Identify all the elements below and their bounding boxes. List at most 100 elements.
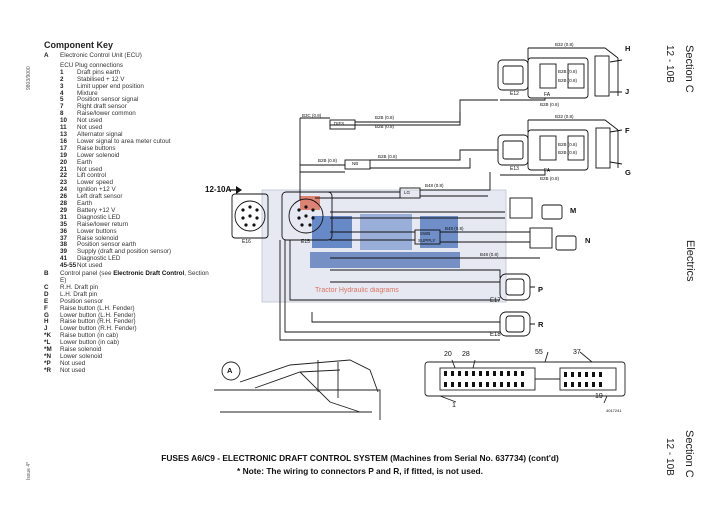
figure-caption: FUSES A6/C9 - ELECTRONIC DRAFT CONTROL S…	[130, 453, 590, 479]
wire-label: B2B (0.8)	[375, 124, 395, 129]
terminal-j: J	[625, 87, 630, 96]
terminal-p: P	[538, 285, 544, 294]
key-item-a: A Electronic Control Unit (ECU)	[44, 52, 142, 59]
wire-label: B2B (0.8)	[378, 154, 398, 159]
connector-e13: E13	[510, 166, 519, 172]
connector-e17: E17	[490, 298, 501, 304]
caption-title: FUSES A6/C9 - ELECTRONIC DRAFT CONTROL S…	[161, 453, 559, 463]
connector-e12: E12	[510, 91, 519, 97]
box-swb: SWB	[420, 231, 431, 236]
wire-label: B48 (0.8)	[425, 183, 444, 188]
terminal-n: N	[585, 236, 591, 245]
caption-note: * Note: The wiring to connectors P and R…	[237, 466, 483, 476]
pin-label-19: 19	[595, 393, 603, 400]
wire-label: B2B (0.8)	[558, 69, 578, 74]
wire-label: B2B (0.8)	[318, 158, 338, 163]
wire-label: B2B (0.8)	[540, 176, 560, 181]
terminal-r: R	[538, 320, 544, 329]
component-key: Component Key A Electronic Control Unit …	[44, 40, 214, 375]
wire-label: B3C (0.8)	[302, 113, 322, 118]
pin-label-55: 55	[535, 349, 543, 356]
watermark-text: Tractor Hydraulic diagrams	[315, 287, 399, 294]
wire-label: B2B (0.8)	[558, 78, 578, 83]
detail-label-a: A	[227, 366, 233, 375]
box-supply: SUPPLY	[418, 238, 436, 243]
pin-label-1: 1	[452, 402, 456, 409]
key-item-b: B Control panel (see Electronic Draft Co…	[44, 270, 209, 284]
box-difs: DIFS	[334, 121, 345, 126]
component-key-title: Component Key	[44, 40, 114, 50]
wire-label: B2B (0.8)	[375, 115, 395, 120]
pin-label-20: 20	[444, 351, 452, 358]
wire-label: B2B (0.8)	[540, 102, 560, 107]
wire-label: B2B (0.8)	[558, 150, 578, 155]
connector-e18: E18	[490, 332, 501, 338]
connector-fa-1: FA	[544, 92, 551, 98]
box-nb: NB	[352, 161, 359, 166]
connector-e15: E15	[301, 239, 310, 245]
ecu-plug-title: ECU Plug connections	[60, 61, 124, 69]
wire-label: B32 (0.8)	[555, 42, 574, 47]
figure-ref: 4017241	[606, 408, 622, 413]
connector-e16: E16	[242, 239, 251, 245]
terminal-f: F	[625, 126, 630, 135]
box-lg: LG	[404, 190, 411, 195]
pin-label-28: 28	[462, 351, 470, 358]
terminal-h: H	[625, 44, 631, 53]
wire-label: B2B (0.8)	[558, 142, 578, 147]
wire-label: B32 (0.8)	[555, 114, 574, 119]
pin-label-37: 37	[573, 349, 581, 356]
wire-label: B48 (0.8)	[445, 226, 464, 231]
wire-label: B48 (0.8)	[480, 252, 499, 257]
watermark-logo-bar	[310, 252, 460, 268]
connector-fa-2: FA	[544, 168, 551, 174]
ref-label: 12-10A	[205, 185, 232, 194]
terminal-m: M	[570, 206, 577, 215]
terminal-g: G	[625, 168, 631, 177]
